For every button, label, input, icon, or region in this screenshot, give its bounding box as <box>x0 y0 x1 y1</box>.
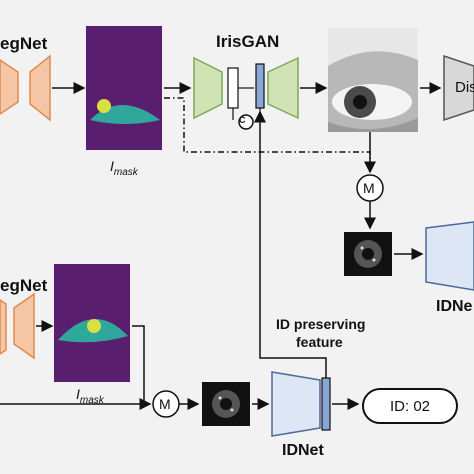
id-feature-label-line1: ID preserving <box>276 316 366 332</box>
mask-top-label: Imask <box>110 158 138 178</box>
irisgan-block <box>193 56 299 120</box>
segnet-top-block <box>0 54 51 122</box>
concat-symbol: C <box>239 115 246 125</box>
segnet-top-label: egNet <box>0 34 48 53</box>
discriminator-label: Dis <box>455 79 474 96</box>
idnet-bottom-label: IDNet <box>282 442 324 459</box>
normalized-iris-bottom <box>202 382 250 426</box>
mask-image-top <box>86 26 162 150</box>
id-feature-label-line2: feature <box>296 334 343 350</box>
mask-bottom-label: Imask <box>76 386 104 406</box>
merge-symbol-bottom: M <box>159 396 171 412</box>
merge-symbol-top: M <box>363 180 375 196</box>
id-output-badge: ID: 02 <box>362 388 458 424</box>
arrow-id-feature-to-irisgan <box>254 110 327 378</box>
line-mask-to-merge-bottom <box>132 325 145 404</box>
segnet-bottom-label: egNet <box>0 276 48 295</box>
discriminator-block <box>443 54 474 122</box>
irisgan-label: IrisGAN <box>216 32 280 51</box>
idnet-right-block <box>425 221 474 291</box>
concat-node <box>232 108 261 130</box>
idnet-right-label: IDNe <box>436 298 473 315</box>
segnet-bottom-block <box>0 292 35 360</box>
synthetic-eye-image <box>328 28 418 132</box>
normalized-iris-top <box>344 232 392 276</box>
idnet-bottom-block <box>271 371 331 437</box>
mask-image-bottom <box>54 264 130 382</box>
